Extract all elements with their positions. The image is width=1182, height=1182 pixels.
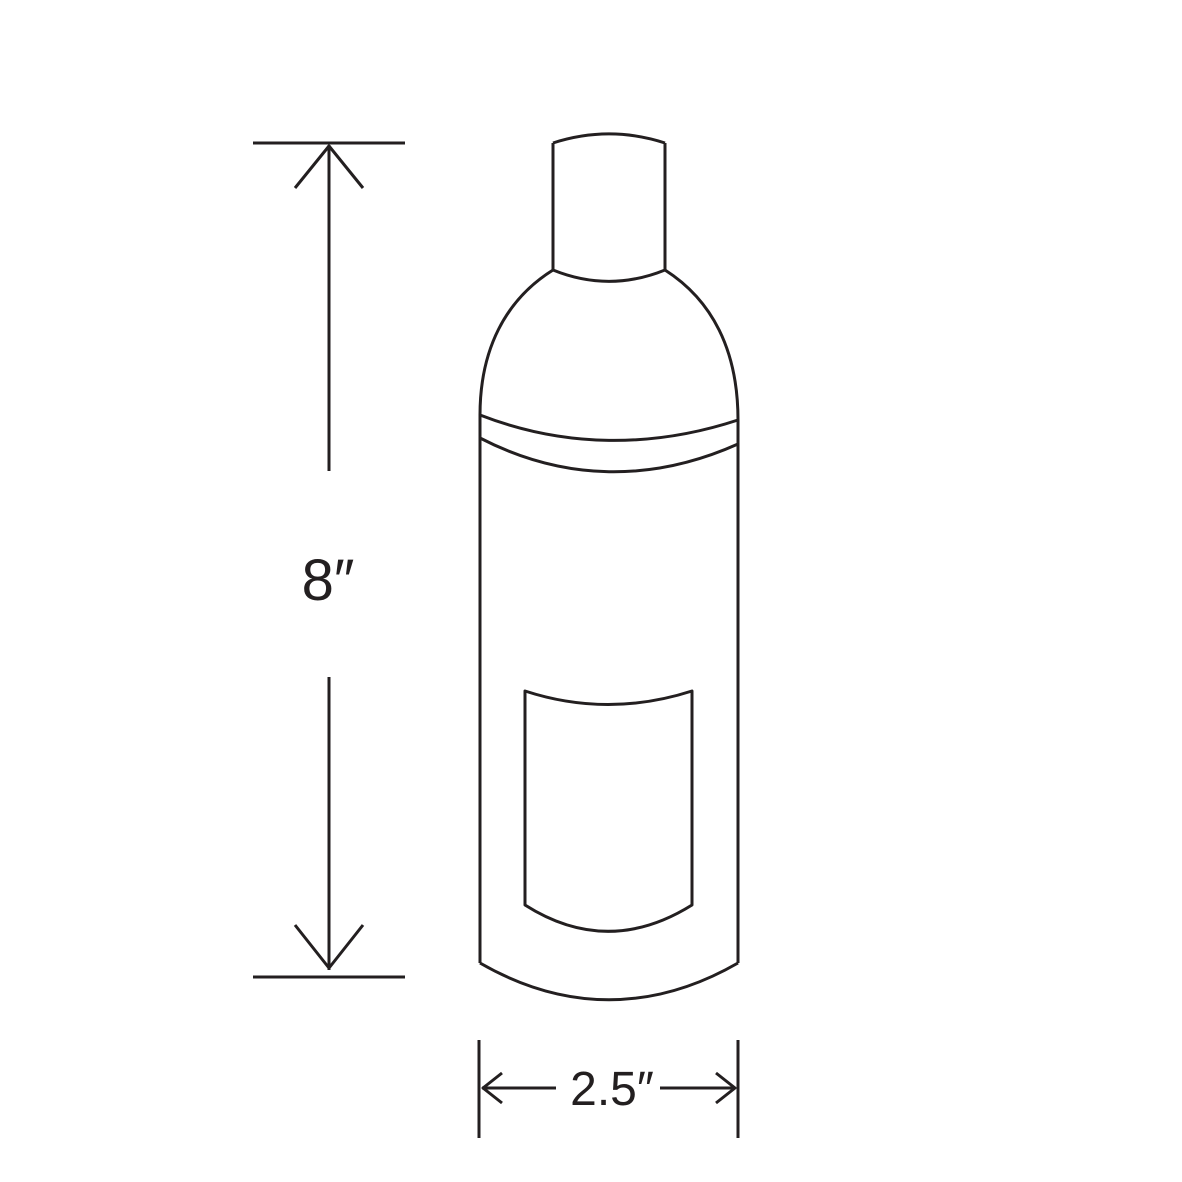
width-label: 2.5″ (570, 1063, 654, 1116)
right-arrow-icon (715, 1071, 737, 1105)
down-arrow-icon (293, 924, 365, 970)
height-dimension: 8″ (253, 141, 405, 979)
bottle-base (479, 961, 739, 1002)
bottle-label-panel (523, 689, 694, 933)
width-dimension: 2.5″ (477, 1040, 740, 1138)
bottle-shoulder-left (478, 268, 554, 416)
height-label: 8″ (302, 548, 355, 613)
left-arrow-icon (481, 1071, 503, 1105)
bottle-cap (551, 132, 667, 283)
up-arrow-icon (293, 144, 365, 189)
bottle-shoulder-right (664, 268, 740, 421)
bottle-band (479, 413, 739, 474)
bottle-outline-icon (478, 132, 740, 1002)
